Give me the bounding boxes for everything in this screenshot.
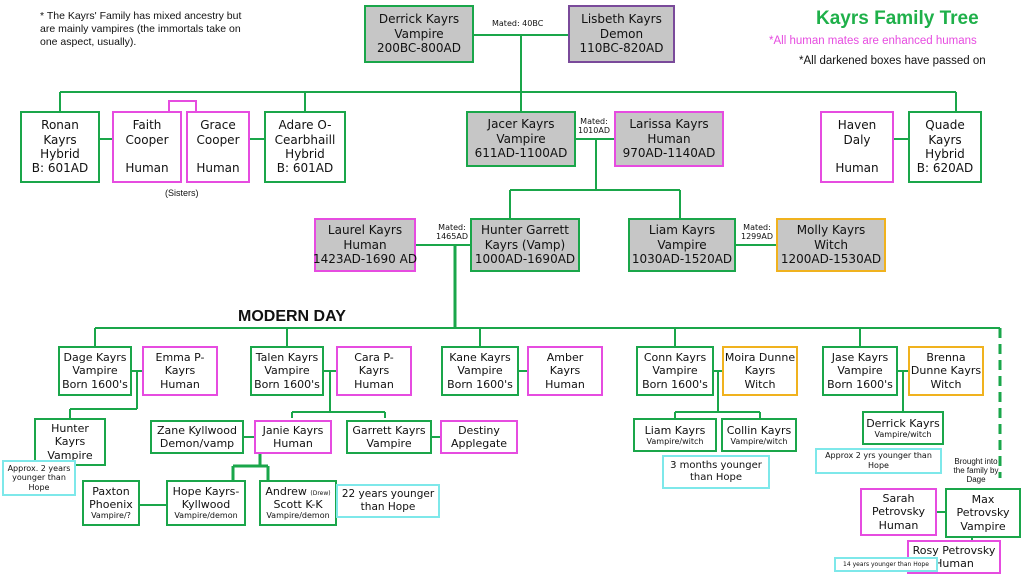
person-box-dage-kayrs: Dage Kayrs Vampire Born 1600's xyxy=(58,346,132,396)
person-box-janie-kayrs: Janie Kayrs Human xyxy=(254,420,332,454)
mated-label: Mated: 1465AD xyxy=(436,223,468,242)
person-box-andrew-scott: Andrew (Drew) Scott K-K Vampire/demon xyxy=(259,480,337,526)
person-box-jacer-kayrs: Jacer Kayrs Vampire 611AD-1100AD xyxy=(466,111,576,167)
person-box-brenna-dunne-kayrs: Brenna Dunne Kayrs Witch xyxy=(908,346,984,396)
mated-label: Mated: 1010AD xyxy=(578,117,610,136)
person-box-collin-kayrs: Collin Kayrs Vampire/witch xyxy=(721,418,797,452)
mated-label: Mated: 1299AD xyxy=(741,223,773,242)
person-box-quade-kayrs: Quade Kayrs Hybrid B: 620AD xyxy=(908,111,982,183)
person-box-liam-kayrs-elder: Liam Kayrs Vampire 1030AD-1520AD xyxy=(628,218,736,272)
darkened-boxes-note: *All darkened boxes have passed on xyxy=(799,55,986,67)
person-box-amber-kayrs: Amber Kayrs Human xyxy=(527,346,603,396)
person-box-lisbeth-kayrs: Lisbeth Kayrs Demon 110BC-820AD xyxy=(568,5,675,63)
person-box-destiny-applegate: Destiny Applegate xyxy=(440,420,518,454)
enhanced-humans-note: *All human mates are enhanced humans xyxy=(769,35,977,47)
person-box-laurel-kayrs: Laurel Kayrs Human 1423AD-1690 AD xyxy=(313,218,417,272)
ancestry-note: * The Kayrs' Family has mixed ancestry b… xyxy=(40,10,242,49)
mated-label: Mated: 40BC xyxy=(492,19,544,28)
person-box-molly-kayrs: Molly Kayrs Witch 1200AD-1530AD xyxy=(776,218,886,272)
person-box-larissa-kayrs: Larissa Kayrs Human 970AD-1140AD xyxy=(614,111,724,167)
person-box-ronan-kayrs: Ronan Kayrs Hybrid B: 601AD xyxy=(20,111,100,183)
person-box-derrick-kayrs-younger: Derrick Kayrs Vampire/witch xyxy=(862,411,944,445)
person-box-emma-kayrs: Emma P- Kayrs Human xyxy=(142,346,218,396)
person-box-jase-kayrs: Jase Kayrs Vampire Born 1600's xyxy=(822,346,898,396)
age-note-liam: 3 months younger than Hope xyxy=(662,455,770,489)
age-note-rosy: 14 years younger than Hope xyxy=(834,557,938,572)
person-box-hunter-kayrs: Hunter Kayrs Vampire xyxy=(34,418,106,466)
person-box-hope-kayrs-kyllwood: Hope Kayrs- Kyllwood Vampire/demon xyxy=(166,480,246,526)
person-box-haven-daly: Haven Daly Human xyxy=(820,111,894,183)
person-box-adare-ocearbhaill: Adare O- Cearbhaill Hybrid B: 601AD xyxy=(264,111,346,183)
person-box-max-petrovsky: Max Petrovsky Vampire xyxy=(945,488,1021,538)
person-box-derrick-kayrs: Derrick Kayrs Vampire 200BC-800AD xyxy=(364,5,474,63)
person-box-kane-kayrs: Kane Kayrs Vampire Born 1600's xyxy=(441,346,519,396)
brought-into-family-note: Brought into the family by Dage xyxy=(953,457,999,485)
person-box-garrett-kayrs: Garrett Kayrs Vampire xyxy=(346,420,432,454)
person-box-hunter-garrett-kayrs: Hunter Garrett Kayrs (Vamp) 1000AD-1690A… xyxy=(470,218,580,272)
age-note-derrick: Approx 2 yrs younger than Hope xyxy=(815,448,942,474)
age-note-hunter: Approx. 2 years younger than Hope xyxy=(2,460,76,496)
person-box-grace-cooper: Grace Cooper Human xyxy=(186,111,250,183)
person-box-paxton-phoenix: Paxton Phoenix Vampire/? xyxy=(82,480,140,526)
person-box-liam-kayrs: Liam Kayrs Vampire/witch xyxy=(633,418,717,452)
person-box-sarah-petrovsky: Sarah Petrovsky Human xyxy=(860,488,937,536)
person-box-conn-kayrs: Conn Kayrs Vampire Born 1600's xyxy=(636,346,714,396)
modern-day-heading: MODERN DAY xyxy=(238,308,346,325)
chart-title: Kayrs Family Tree xyxy=(816,8,979,29)
person-box-cara-kayrs: Cara P- Kayrs Human xyxy=(336,346,412,396)
sisters-note: (Sisters) xyxy=(165,188,199,198)
person-box-zane-kyllwood: Zane Kyllwood Demon/vamp xyxy=(150,420,244,454)
person-box-talen-kayrs: Talen Kayrs Vampire Born 1600's xyxy=(250,346,324,396)
person-box-faith-cooper: Faith Cooper Human xyxy=(112,111,182,183)
person-box-moira-dunne-kayrs: Moira Dunne Kayrs Witch xyxy=(722,346,798,396)
age-note-andrew: 22 years younger than Hope xyxy=(336,484,440,518)
